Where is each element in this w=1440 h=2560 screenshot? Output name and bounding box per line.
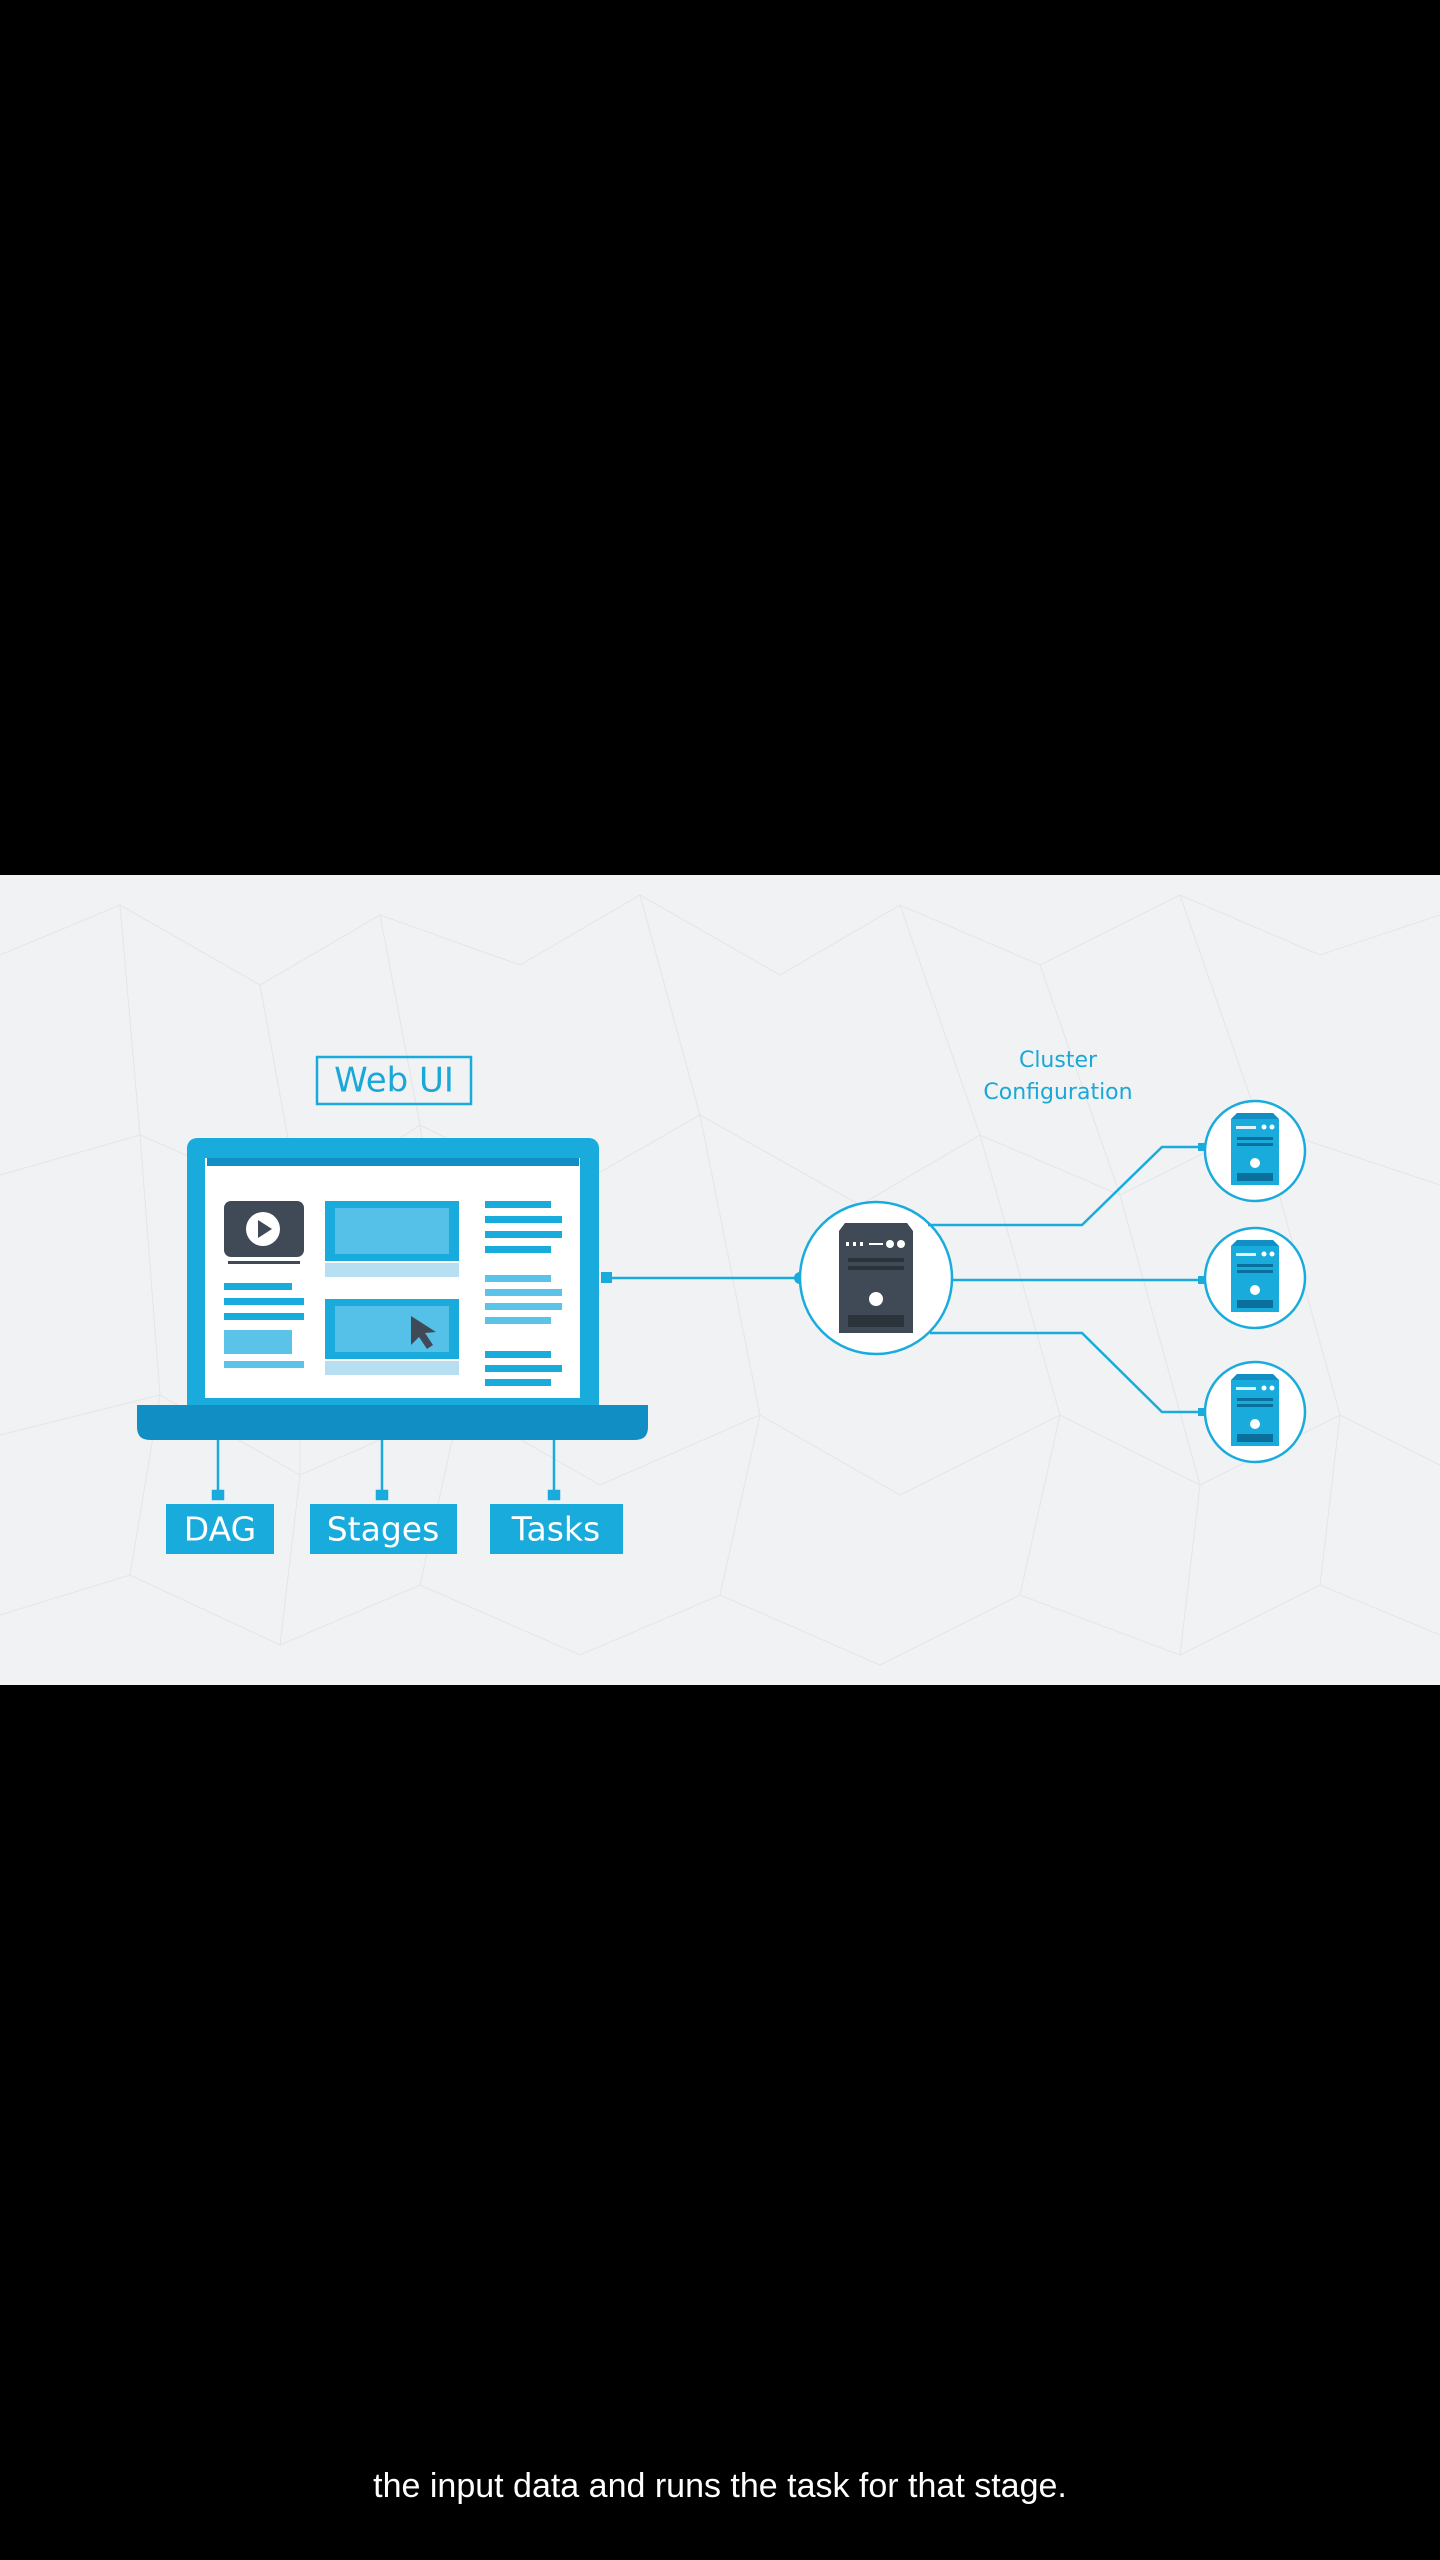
cluster-label-line2: Configuration [983, 1080, 1132, 1105]
laptop-icon [137, 1138, 648, 1440]
box-tasks: Tasks [490, 1504, 623, 1554]
video-frame: Web UI [0, 875, 1440, 1685]
spark-architecture-diagram: Web UI [0, 894, 1440, 1666]
driver-to-worker-connectors [928, 1145, 1200, 1414]
driver-server-icon [798, 1200, 954, 1356]
play-icon [224, 1201, 304, 1264]
text-lines-right [485, 1201, 562, 1386]
worker-server-icon-2 [1203, 1226, 1307, 1330]
box-tasks-label: Tasks [511, 1510, 600, 1549]
worker-connector-dots [1198, 1143, 1206, 1416]
box-dag-label: DAG [184, 1510, 256, 1549]
cursor-icon [411, 1316, 436, 1349]
video-subtitle: the input data and runs the task for tha… [373, 2467, 1067, 2505]
box-stages: Stages [310, 1504, 457, 1554]
media-panel-bottom [325, 1299, 459, 1375]
text-lines-left [224, 1283, 304, 1368]
web-ui-label: Web UI [334, 1061, 454, 1101]
laptop-to-box-connectors [211, 1440, 561, 1501]
laptop-to-driver-connector [601, 1272, 806, 1284]
worker-server-icon-3 [1203, 1360, 1307, 1464]
worker-server-icon-1 [1203, 1099, 1307, 1203]
box-dag: DAG [166, 1504, 274, 1554]
web-ui-label-box: Web UI [315, 1055, 473, 1106]
cluster-label-line1: Cluster [1019, 1048, 1098, 1073]
box-stages-label: Stages [327, 1510, 440, 1549]
media-panel-top [325, 1201, 459, 1277]
